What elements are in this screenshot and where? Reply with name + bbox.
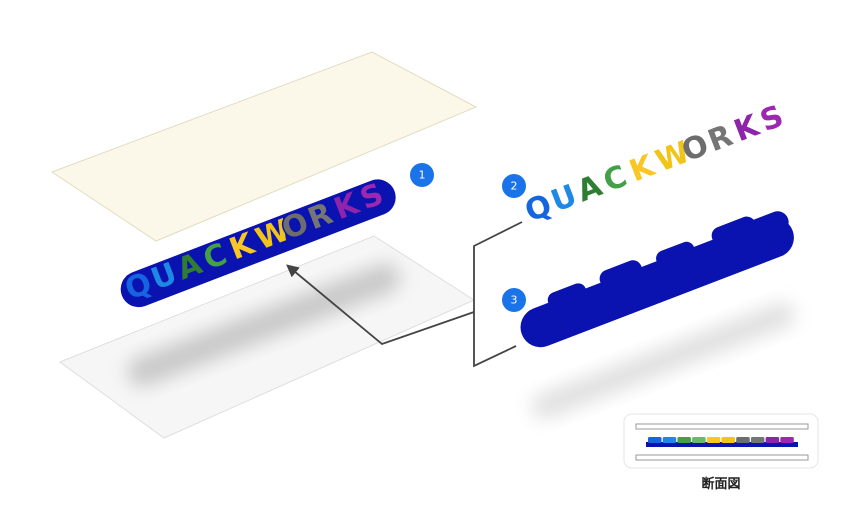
assembled-logo-base xyxy=(120,179,396,308)
connector-top xyxy=(473,221,523,368)
cross-section-block-10 xyxy=(780,437,794,443)
layer-3-base xyxy=(520,211,794,348)
cross-section-block-2 xyxy=(662,437,677,443)
layer-3-shadow xyxy=(531,302,795,420)
bottom-plane-shadow xyxy=(127,263,401,387)
cross-section-top-layer xyxy=(635,423,809,430)
badge-1-number: 1 xyxy=(419,169,426,182)
cross-section-color-blocks xyxy=(648,437,794,443)
cross-section-bottom-layer xyxy=(635,454,809,461)
badge-3: 3 xyxy=(502,288,526,312)
badge-2: 2 xyxy=(502,174,526,198)
cross-section-block-3 xyxy=(677,437,691,443)
badge-1: 1 xyxy=(410,163,434,187)
badge-2-number: 2 xyxy=(511,180,518,193)
connector-arrow xyxy=(286,264,475,346)
cross-section-block-4 xyxy=(692,437,706,443)
cross-section-block-6 xyxy=(721,437,735,443)
cross-section-base-layer xyxy=(646,442,798,447)
cross-section-block-9 xyxy=(765,437,780,443)
cross-section-card xyxy=(623,413,819,469)
cross-section-label: 断面図 xyxy=(701,476,740,492)
cross-section-block-7 xyxy=(736,437,750,443)
badge-3-number: 3 xyxy=(511,294,518,307)
cross-section-block-1 xyxy=(648,437,662,443)
cross-section-block-8 xyxy=(750,437,765,443)
top-plane xyxy=(50,51,478,242)
cross-section-block-5 xyxy=(706,437,721,443)
